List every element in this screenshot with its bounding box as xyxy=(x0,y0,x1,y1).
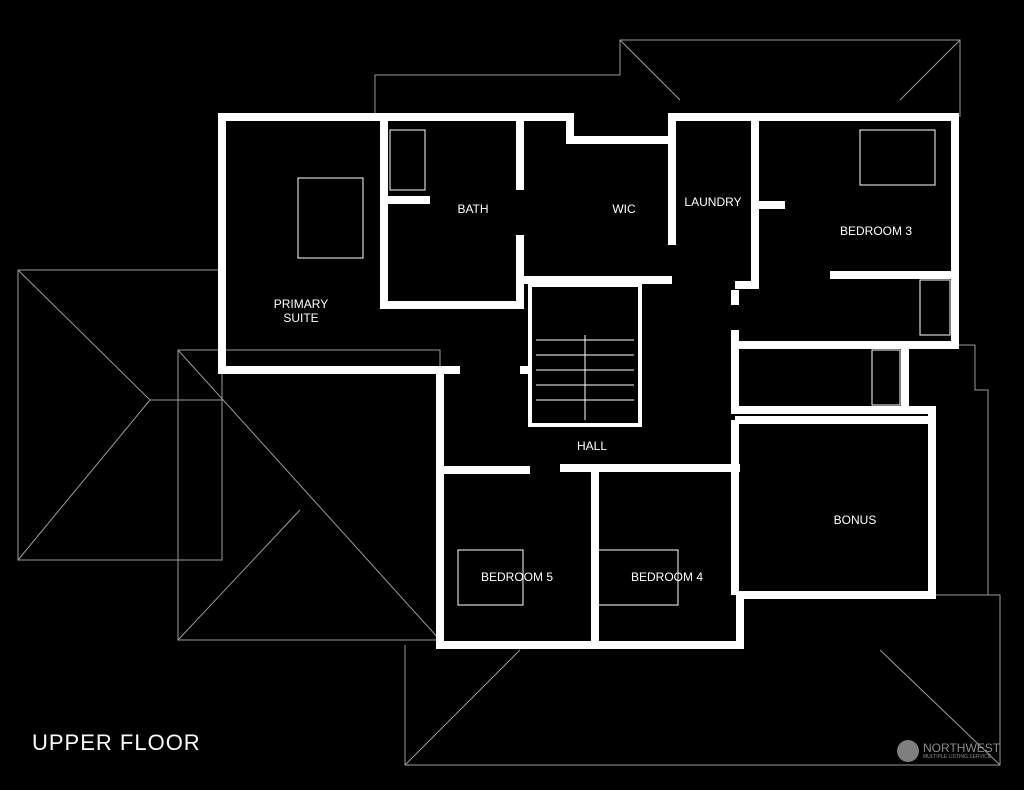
bed-5 xyxy=(457,549,524,606)
bed-primary xyxy=(297,177,364,259)
floor-title: UPPER FLOOR xyxy=(32,730,201,755)
top-roof xyxy=(374,39,961,117)
furniture xyxy=(297,129,951,606)
room-bath: BATH xyxy=(457,202,489,216)
room-bonus: BONUS xyxy=(833,513,877,527)
watermark-tagline: MULTIPLE LISTING SERVICE xyxy=(923,754,992,760)
watermark-name: NORTHWEST xyxy=(923,741,1001,755)
room-laundry: LAUNDRY xyxy=(684,195,742,209)
room-hall: HALL xyxy=(576,439,608,453)
nwmls-logo-icon xyxy=(897,740,919,762)
watermark: NORTHWEST MULTIPLE LISTING SERVICE xyxy=(897,740,1000,762)
walls xyxy=(218,113,959,649)
roof-outlines xyxy=(17,39,1001,766)
room-primary-suite: PRIMARY SUITE xyxy=(273,297,329,325)
right-roof xyxy=(905,344,989,595)
room-bedroom-5: BEDROOM 5 xyxy=(480,570,554,584)
room-bedroom-4: BEDROOM 4 xyxy=(630,570,704,584)
room-bedroom-3: BEDROOM 3 xyxy=(839,224,913,238)
bed-4 xyxy=(597,549,679,606)
bathtub xyxy=(389,129,426,191)
stairs xyxy=(528,283,642,427)
left-roof xyxy=(17,269,223,561)
room-wic: WIC xyxy=(612,202,636,216)
bathtub-2 xyxy=(871,349,901,406)
bathtub-3 xyxy=(919,279,951,336)
bed-3 xyxy=(859,129,936,186)
